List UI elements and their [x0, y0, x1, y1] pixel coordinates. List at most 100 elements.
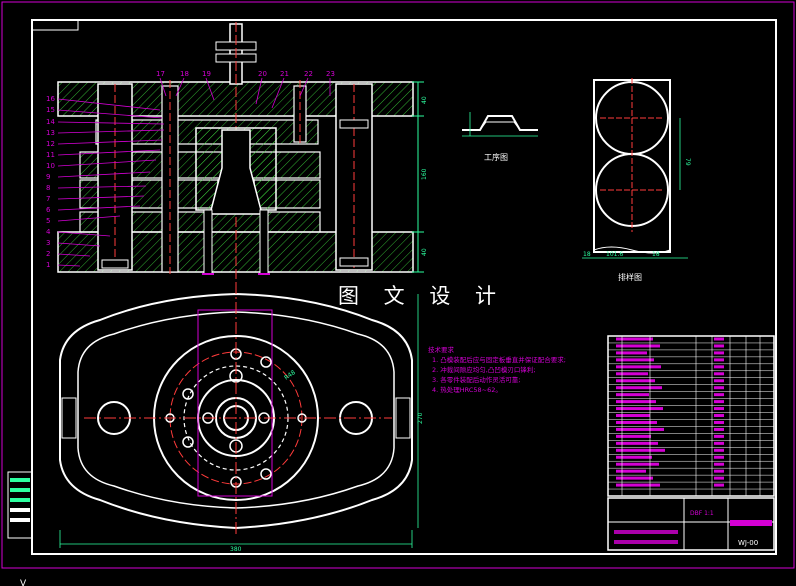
layout-caption: 排样图: [618, 272, 642, 282]
callout-15: 15: [46, 106, 55, 114]
parts-row-text: [616, 372, 648, 376]
dim-bottom: 40: [421, 248, 428, 256]
parts-row-material: [714, 393, 724, 397]
parts-row-text: [616, 483, 660, 487]
callout-23: 23: [326, 70, 335, 78]
layout-dim-right: 18: [652, 251, 660, 258]
parts-row-material: [714, 434, 724, 438]
layout-dim-pitch: 79: [684, 158, 691, 166]
parts-row-material: [714, 379, 724, 383]
title-block: DBF 1:1 WJ-00: [607, 497, 775, 551]
callout-10: 10: [46, 162, 55, 170]
layout-dim-width: 101.6: [606, 251, 623, 258]
callout-8: 8: [46, 184, 50, 192]
parts-row-material: [714, 358, 724, 362]
parts-row-material: [714, 483, 724, 487]
parts-row-text: [616, 400, 656, 404]
callout-5: 5: [46, 217, 50, 225]
technical-notes: 技术要求 1. 凸模装配后应与固定板垂直并保证配合要求; 2. 冲裁间隙应均匀,…: [428, 345, 566, 394]
callout-22: 22: [304, 70, 313, 78]
watermark-text: 图 文 设 计: [338, 284, 506, 308]
notes-title: 技术要求: [428, 345, 455, 354]
parts-row-material: [714, 400, 724, 404]
dim-height: 160: [421, 168, 428, 180]
callout-13: 13: [46, 129, 55, 137]
layout-dim-left: 18: [583, 251, 591, 258]
notes-line-3: 3. 各零件装配后动作灵活可靠;: [432, 375, 520, 384]
outer-border: [1, 1, 795, 569]
parts-row-material: [714, 365, 724, 369]
parts-row-text: [616, 344, 660, 348]
parts-row-material: [714, 414, 724, 418]
parts-row-text: [616, 448, 665, 452]
parts-row-text: [616, 358, 654, 362]
callout-3: 3: [46, 239, 50, 247]
parts-row-material: [714, 448, 724, 452]
parts-row-text: [616, 427, 664, 431]
parts-row-text: [616, 455, 652, 459]
plan-view: R48 380 270: [59, 282, 424, 553]
callout-7: 7: [46, 195, 50, 203]
parts-row-text: [616, 351, 647, 355]
parts-row-text: [616, 386, 662, 390]
plan-dim-width: 380: [230, 546, 242, 553]
parts-row-text: [616, 414, 650, 418]
parts-row-text: [616, 365, 661, 369]
parts-row-text: [616, 462, 659, 466]
drawing-number: WJ-00: [738, 539, 758, 547]
callout-16: 16: [46, 95, 55, 103]
callout-2: 2: [46, 250, 50, 258]
parts-row-text: [616, 337, 653, 341]
corner-mark: V: [20, 579, 27, 586]
callout-1: 1: [46, 261, 50, 269]
revision-block: [7, 471, 33, 539]
plan-dim-height: 270: [417, 412, 424, 424]
callout-19: 19: [202, 70, 211, 78]
callout-20: 20: [258, 70, 267, 78]
parts-row-text: [616, 420, 657, 424]
parts-row-material: [714, 337, 724, 341]
callout-21: 21: [280, 70, 289, 78]
corner-tab: [31, 19, 79, 31]
parts-row-text: [616, 407, 663, 411]
process-sketch: 工序图: [462, 112, 538, 162]
parts-row-material: [714, 476, 724, 480]
parts-row-text: [616, 441, 658, 445]
parts-row-text: [616, 393, 649, 397]
notes-line-2: 2. 冲裁间隙应均匀,凸凹模刃口锋利;: [432, 365, 536, 374]
parts-row-material: [714, 441, 724, 445]
callout-17: 17: [156, 70, 165, 78]
callout-9: 9: [46, 173, 50, 181]
process-caption: 工序图: [484, 152, 508, 162]
callout-18: 18: [180, 70, 189, 78]
callout-11: 11: [46, 151, 55, 159]
parts-row-material: [714, 462, 724, 466]
parts-row-material: [714, 427, 724, 431]
parts-row-material: [714, 351, 724, 355]
parts-row-material: [714, 407, 724, 411]
notes-line-4: 4. 热处理HRC58~62。: [432, 385, 502, 394]
parts-row-material: [714, 420, 724, 424]
parts-row-material: [714, 386, 724, 390]
dim-top: 40: [421, 96, 428, 104]
parts-row-material: [714, 455, 724, 459]
parts-row-text: [616, 476, 653, 480]
strip-layout: 79 18 101.6 18 排样图: [582, 78, 691, 282]
parts-row-text: [616, 469, 646, 473]
plan-dim-radius: R48: [283, 369, 297, 382]
parts-row-material: [714, 344, 724, 348]
parts-row-material: [714, 469, 724, 473]
scale-label: DBF 1:1: [690, 510, 714, 517]
parts-list: [607, 335, 775, 497]
notes-line-1: 1. 凸模装配后应与固定板垂直并保证配合要求;: [432, 355, 566, 364]
callout-6: 6: [46, 206, 51, 214]
parts-row-text: [616, 434, 651, 438]
callout-14: 14: [46, 118, 55, 126]
inner-border: [31, 19, 777, 555]
callout-4: 4: [46, 228, 51, 236]
parts-row-material: [714, 372, 724, 376]
section-view: 16 15 14 13 12 11 10 9 8 7 6 5 4 3 2 1 1…: [46, 22, 428, 280]
callout-12: 12: [46, 140, 55, 148]
parts-row-text: [616, 379, 655, 383]
